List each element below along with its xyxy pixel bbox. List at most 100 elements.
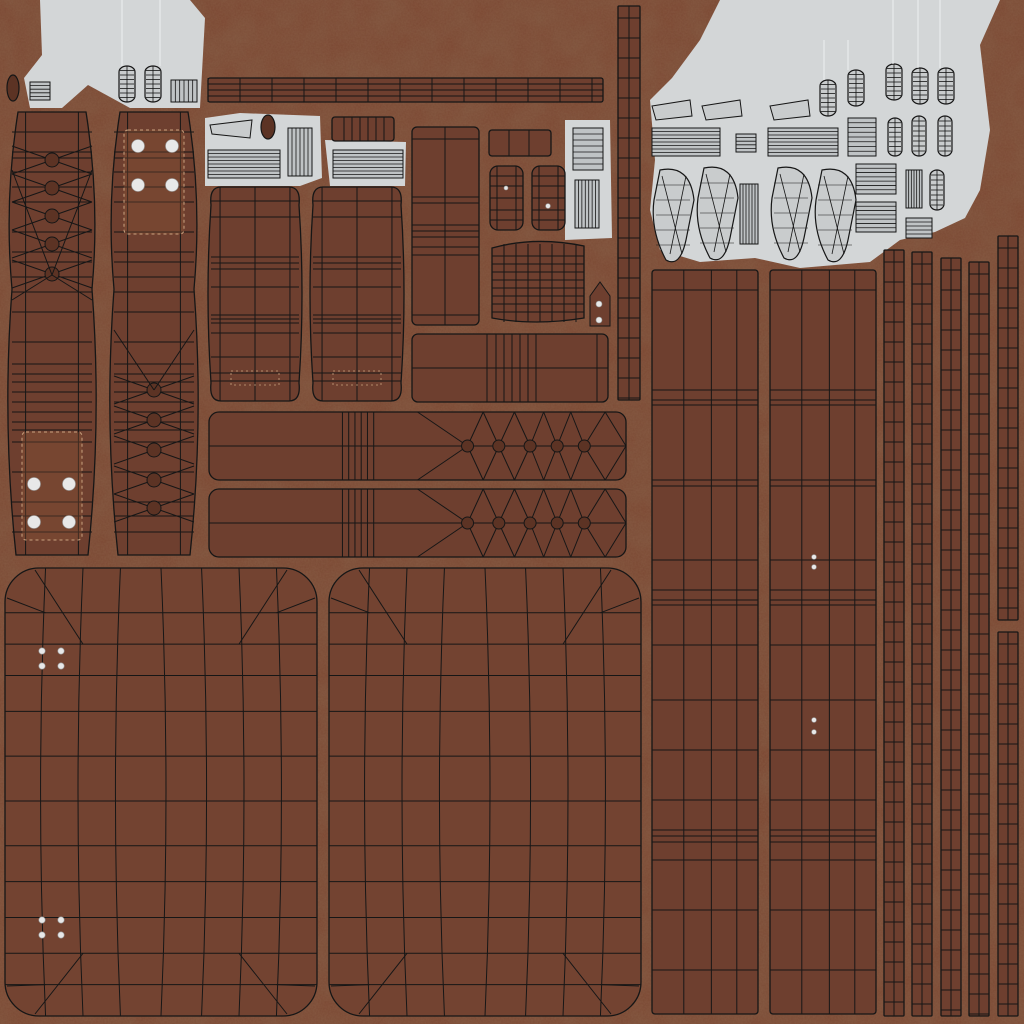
strip-tall-a-wire <box>652 270 758 1014</box>
rivet <box>38 916 46 924</box>
strip-thin-2-wire <box>912 252 932 1016</box>
ring-part <box>6 74 20 102</box>
pivot-vertex <box>550 516 564 530</box>
strip-tall-b-wire <box>770 270 876 1014</box>
wire-edge <box>11 169 53 276</box>
rivet <box>38 647 46 655</box>
wire-edge <box>600 984 640 987</box>
rivet <box>57 916 65 924</box>
pivot-vertex <box>577 439 591 453</box>
wire-edge <box>201 567 208 1017</box>
rivet <box>165 178 179 192</box>
wire-edge <box>358 569 408 645</box>
buckle-part-3-wire <box>821 80 835 116</box>
wire-edge <box>358 952 408 1015</box>
panel-mid-wide-wire <box>412 334 608 402</box>
wire-edge <box>276 597 316 614</box>
pivot-vertex <box>492 516 506 530</box>
wire-edge <box>604 488 627 524</box>
wire-edge <box>238 567 245 1017</box>
buckle-part-5-wire <box>887 64 901 100</box>
piece-small-1 <box>488 129 552 157</box>
rivet <box>545 203 551 209</box>
rivet <box>811 717 817 723</box>
hook-part-4 <box>814 168 857 263</box>
metal-parts-group <box>6 0 955 263</box>
pivot-vertex <box>523 439 537 453</box>
hatch-part-a <box>29 81 51 101</box>
rivet <box>57 931 65 939</box>
pivot-vertex <box>44 180 60 196</box>
hatch-part-p <box>905 217 933 239</box>
pivot-vertex <box>523 516 537 530</box>
hook-part-2-wire <box>700 173 734 253</box>
buckle-part-8-wire <box>889 118 901 156</box>
wire-edge <box>330 984 370 987</box>
wire-edge <box>51 169 93 276</box>
rivet <box>62 515 76 529</box>
panel-large-right <box>328 567 642 1017</box>
wire-edge <box>599 567 606 1017</box>
wire-edge <box>562 952 612 1015</box>
wire-edge <box>562 569 612 645</box>
hatch-part-m-wire <box>856 167 896 191</box>
wire-edge <box>276 984 316 987</box>
wire-edge <box>77 567 84 1017</box>
hook-part-1 <box>652 168 695 263</box>
rivet <box>131 139 145 153</box>
rivet <box>811 554 817 560</box>
hook-part-4-wire <box>818 175 852 255</box>
hatch-part-e-wire <box>333 153 403 175</box>
hatch-part-l-wire <box>742 184 756 244</box>
pivot-vertex <box>146 412 162 428</box>
stitched-patch <box>21 431 83 541</box>
clip-part <box>651 99 693 121</box>
piece-small-1-wire <box>508 130 530 156</box>
hook-part-1-wire <box>656 175 690 255</box>
wire-edge <box>417 411 468 447</box>
wire-edge <box>583 488 606 524</box>
wire-edge <box>40 567 47 1017</box>
wire-edge <box>34 952 84 1015</box>
pivot-vertex <box>492 439 506 453</box>
pivot-vertex <box>44 208 60 224</box>
hatch-part-n <box>855 201 897 233</box>
panel-mid-tall-wire <box>412 127 479 325</box>
buckle-part-7-wire <box>939 68 953 104</box>
hatch-part-c-wire <box>208 153 280 175</box>
hatch-part-a-wire <box>30 85 50 97</box>
wire-edge <box>330 597 370 614</box>
strip-thin-6-wire <box>998 632 1018 1016</box>
hatch-part-g <box>574 179 600 229</box>
hook-part-3 <box>770 166 813 261</box>
wire-edge <box>6 597 46 614</box>
wire-edge <box>34 569 84 645</box>
hatch-part-b-wire <box>174 80 194 102</box>
wire-edge <box>6 984 46 987</box>
strip-tall-a <box>651 269 759 1015</box>
hook-part-3-wire <box>774 173 808 253</box>
buckle-part-10-wire <box>939 116 951 156</box>
pivot-vertex <box>146 442 162 458</box>
rivet <box>165 139 179 153</box>
piece-box-1-wire <box>490 166 523 230</box>
pivot-vertex <box>44 152 60 168</box>
rivet <box>57 662 65 670</box>
hatch-part-d-wire <box>291 128 309 176</box>
hatch-part-f <box>572 127 604 171</box>
wire-edge <box>583 411 606 447</box>
rivet <box>595 300 603 308</box>
stitched-patch <box>123 129 185 235</box>
pivot-vertex <box>146 472 162 488</box>
wire-edge <box>113 329 155 391</box>
wire-edge <box>275 567 282 1017</box>
stitched-seam <box>332 370 382 386</box>
bar-top-wire <box>207 78 603 102</box>
hatch-part-i-wire <box>736 137 756 149</box>
wire-edge <box>583 522 606 558</box>
wire-edge <box>604 445 627 481</box>
wire-edge <box>604 411 627 447</box>
wire-edge <box>11 274 53 301</box>
stitched-seam <box>230 370 280 386</box>
